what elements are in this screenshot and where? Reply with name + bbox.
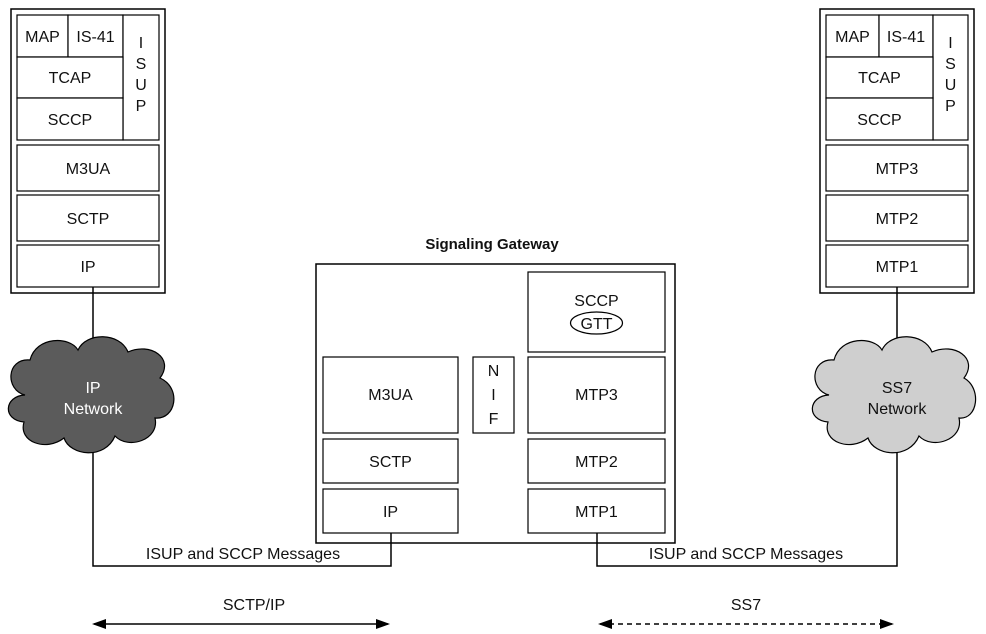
left-isup-box <box>122 14 160 141</box>
gateway-nif-box <box>472 356 515 434</box>
left-sccp-label: SCCP <box>48 112 92 129</box>
signaling-gateway: SCCP GTT M3UA N I F MTP3 SCTP MTP2 IP MT… <box>315 263 676 544</box>
gateway-mtp1-box <box>527 488 666 534</box>
left-isup-letter-3: U <box>135 77 147 94</box>
left-ip-label: IP <box>80 259 95 276</box>
gateway-mtp2-box <box>527 438 666 484</box>
ss7-label: SS7 <box>731 597 761 614</box>
gtt-oval <box>569 311 624 335</box>
left-isup-letter-1: I <box>139 35 143 52</box>
right-isup-letter-2: S <box>945 56 956 73</box>
gateway-nif-letter-2: I <box>491 387 495 404</box>
right-mtp1-box <box>825 244 969 288</box>
right-mtp2-box <box>825 194 969 242</box>
left-m3ua-box <box>16 144 160 192</box>
gateway-title: Signaling Gateway <box>425 236 559 253</box>
left-m3ua-label: M3UA <box>66 161 111 178</box>
right-mtp1-label: MTP1 <box>876 259 919 276</box>
gateway-m3ua-label: M3UA <box>368 387 413 404</box>
right-sccp-box <box>825 97 934 141</box>
sctp-ip-label: SCTP/IP <box>223 597 285 614</box>
gateway-mtp3-box <box>527 356 666 434</box>
ip-cloud-line2: Network <box>64 401 124 418</box>
left-message-path <box>92 448 392 567</box>
left-protocol-stack: MAP IS-41 I S U P TCAP SCCP M3UA SCTP IP <box>10 8 166 294</box>
gateway-nif-letter-3: F <box>489 411 499 428</box>
right-mtp2-label: MTP2 <box>876 211 919 228</box>
ss7-cloud-shape <box>811 336 977 454</box>
gateway-sctp-label: SCTP <box>369 454 412 471</box>
right-tcap-box <box>825 56 934 99</box>
left-isup-letter-2: S <box>136 56 147 73</box>
right-sccp-label: SCCP <box>857 112 901 129</box>
ip-cloud-line1: IP <box>85 380 100 397</box>
right-is41-label: IS-41 <box>887 29 925 46</box>
gateway-gtt-label: GTT <box>581 316 613 333</box>
gateway-sctp-box <box>322 438 459 484</box>
right-isup-letter-1: I <box>948 35 952 52</box>
gateway-mtp2-label: MTP2 <box>575 454 618 471</box>
right-mtp3-box <box>825 144 969 192</box>
left-map-label: MAP <box>25 29 60 46</box>
right-message-path <box>596 448 898 567</box>
left-is41-label: IS-41 <box>76 29 114 46</box>
ip-cloud-shape <box>7 336 175 454</box>
left-sctp-box <box>16 194 160 242</box>
left-tcap-label: TCAP <box>49 70 92 87</box>
ss7-cloud-line1: SS7 <box>882 380 912 397</box>
gateway-sccp-label: SCCP <box>574 293 618 310</box>
ss7-network-cloud: SS7 Network <box>811 336 977 454</box>
right-isup-box <box>932 14 969 141</box>
ss7-cloud-line2: Network <box>868 401 928 418</box>
left-isup-letter-4: P <box>136 98 147 115</box>
right-mtp3-label: MTP3 <box>876 161 919 178</box>
ip-network-cloud: IP Network <box>7 336 175 454</box>
right-is41-box <box>878 14 934 58</box>
left-ip-box <box>16 244 160 288</box>
right-tcap-label: TCAP <box>858 70 901 87</box>
right-isup-letter-4: P <box>945 98 956 115</box>
gateway-mtp3-label: MTP3 <box>575 387 618 404</box>
right-map-label: MAP <box>835 29 870 46</box>
left-sctp-label: SCTP <box>67 211 110 228</box>
gateway-ip-label: IP <box>383 504 398 521</box>
left-sccp-box <box>16 97 124 141</box>
right-messages-label: ISUP and SCCP Messages <box>649 546 843 563</box>
left-map-box <box>16 14 69 58</box>
gateway-ip-box <box>322 488 459 534</box>
left-messages-label: ISUP and SCCP Messages <box>146 546 340 563</box>
gateway-m3ua-box <box>322 356 459 434</box>
gateway-nif-letter-1: N <box>488 363 500 380</box>
gateway-mtp1-label: MTP1 <box>575 504 618 521</box>
right-protocol-stack: MAP IS-41 I S U P TCAP SCCP MTP3 MTP2 MT… <box>819 8 975 294</box>
right-isup-letter-3: U <box>945 77 957 94</box>
